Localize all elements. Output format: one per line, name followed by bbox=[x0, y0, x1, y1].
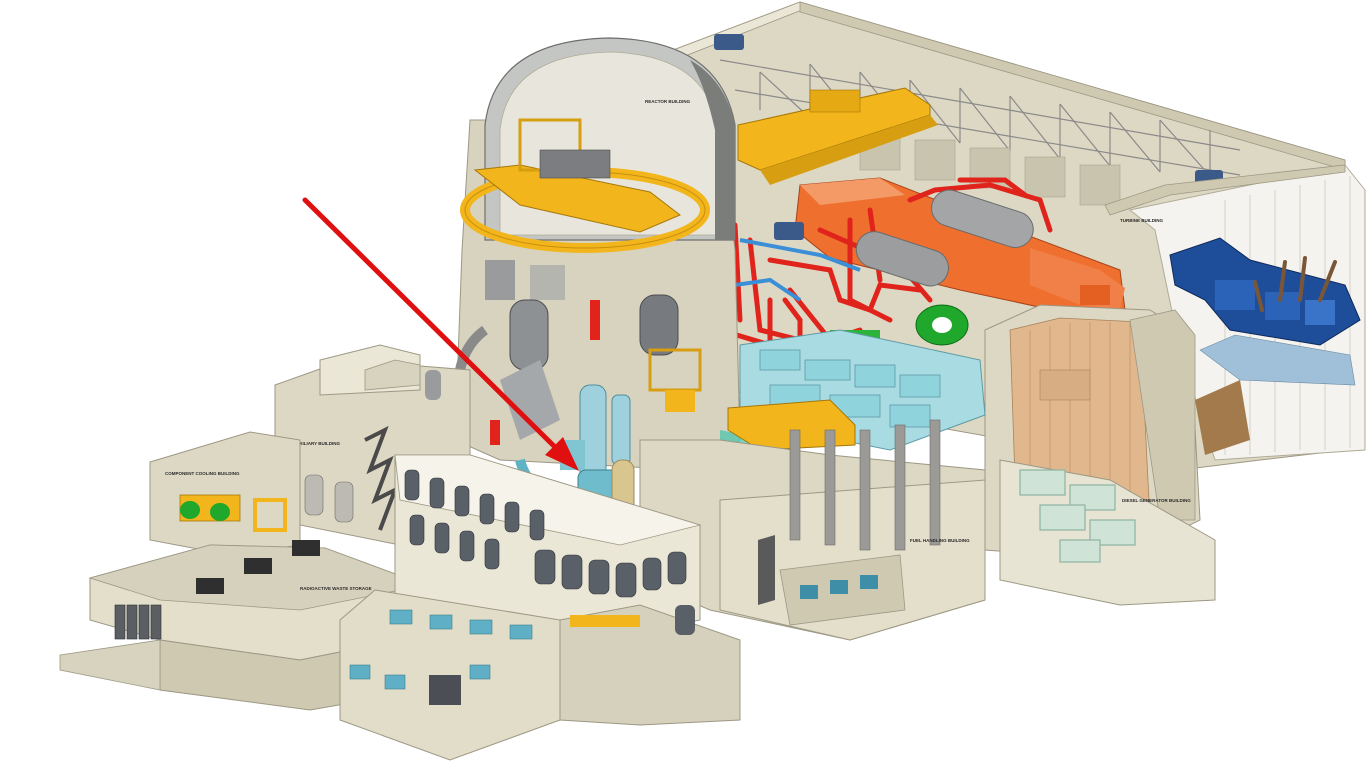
storage-tanks bbox=[404, 469, 687, 598]
cooling-pumps bbox=[179, 494, 287, 532]
diesel-generator-building: DIESEL GENERATOR BUILDING bbox=[984, 304, 1216, 606]
reactor-building: REACTOR BUILDING bbox=[420, 37, 741, 523]
fuel-handling-building: FUEL HANDLING BUILDING bbox=[639, 419, 986, 641]
red-arrow bbox=[302, 197, 579, 471]
label-fuel-handling-building: FUEL HANDLING BUILDING bbox=[910, 538, 970, 543]
turbine-hall-crane bbox=[737, 87, 938, 185]
fuel-handling-crane bbox=[648, 348, 856, 451]
label-reactor-building: REACTOR BUILDING bbox=[645, 99, 691, 104]
label-diesel-generator-building: DIESEL GENERATOR BUILDING bbox=[1122, 498, 1191, 503]
steam-generator bbox=[509, 299, 549, 371]
label-turbine-building: TURBINE BUILDING bbox=[1120, 218, 1163, 223]
waste-drums bbox=[114, 604, 162, 640]
roof-vent bbox=[774, 222, 804, 240]
label-component-cooling-building: COMPONENT COOLING BUILDING bbox=[165, 471, 240, 476]
pressurizer bbox=[639, 294, 679, 356]
component-cooling-building: COMPONENT COOLING BUILDING bbox=[149, 431, 301, 556]
roof-vent bbox=[714, 34, 744, 50]
label-radioactive-waste-storage: RADIOACTIVE WASTE STORAGE bbox=[300, 586, 372, 591]
polar-crane bbox=[460, 118, 710, 253]
generator-set bbox=[1169, 237, 1361, 455]
label-auxiliary-building: AUXILIARY BUILDING bbox=[293, 441, 341, 446]
moisture-separator-reheaters bbox=[855, 189, 1034, 287]
front-cutaway-rooms bbox=[339, 454, 741, 761]
